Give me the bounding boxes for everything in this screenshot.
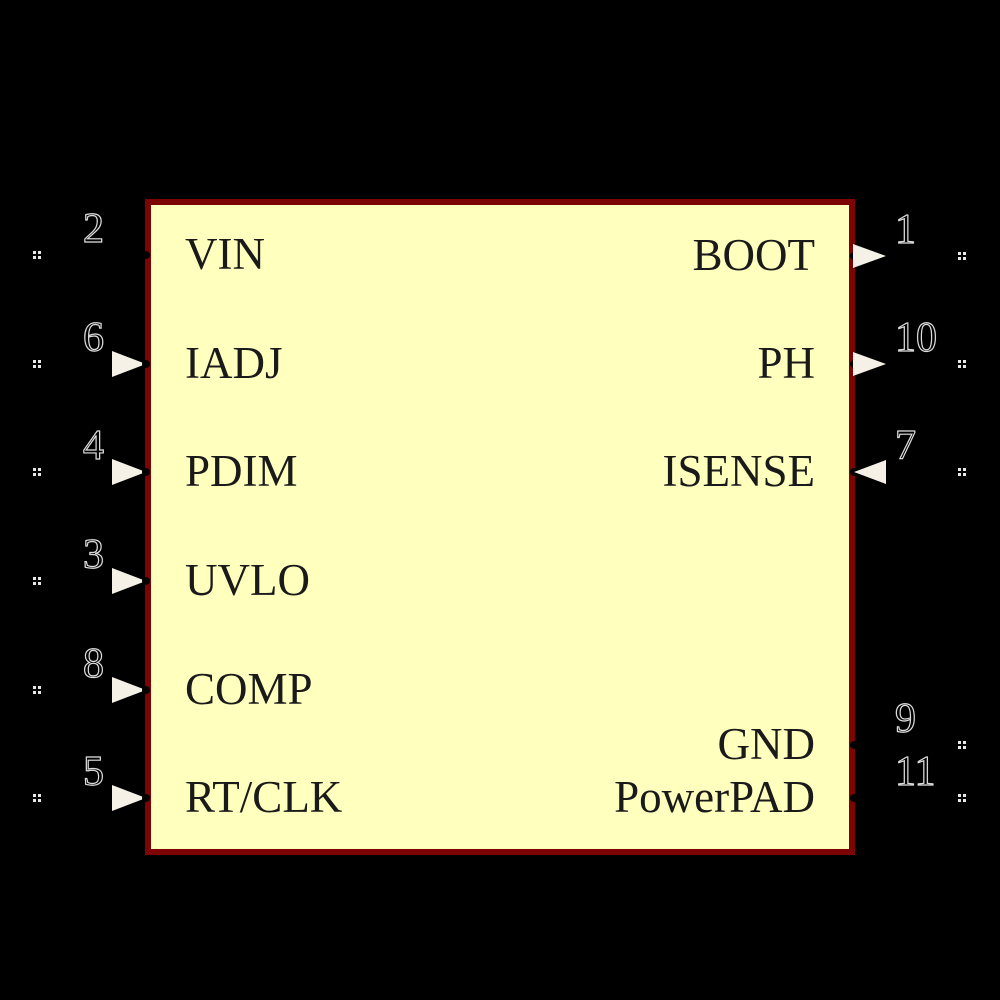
pin-connection-dot <box>850 794 858 802</box>
pin-label: PowerPAD <box>614 772 815 822</box>
grid-mark-icon <box>33 468 41 476</box>
grid-mark-icon <box>958 794 966 802</box>
pin-label: PH <box>757 338 815 388</box>
grid-mark-icon <box>33 577 41 585</box>
pin-number: 9 <box>894 696 916 742</box>
input-arrow-icon <box>854 460 886 484</box>
grid-mark-icon <box>958 360 966 368</box>
input-arrow-icon <box>112 568 146 594</box>
pin-label: GND <box>717 719 816 769</box>
pin-label: BOOT <box>692 230 816 280</box>
pin-label: IADJ <box>185 338 283 388</box>
pin-connection-dot <box>142 686 150 694</box>
grid-mark-icon <box>33 686 41 694</box>
grid-mark-icon <box>33 360 41 368</box>
grid-mark-icon <box>33 251 41 259</box>
output-arrow-icon <box>853 244 886 268</box>
ic-symbol-body <box>145 199 855 855</box>
pin-label: ISENSE <box>662 446 815 496</box>
input-arrow-icon <box>112 351 146 377</box>
pin-label: UVLO <box>185 555 310 605</box>
pin-connection-dot <box>142 577 150 585</box>
pin-connection-dot <box>142 468 150 476</box>
pin-number: 2 <box>82 206 104 252</box>
pin-number: 11 <box>894 749 936 795</box>
output-arrow-icon <box>853 352 886 376</box>
grid-mark-icon <box>958 741 966 749</box>
pin-label: VIN <box>185 229 265 279</box>
pin-number: 5 <box>82 749 104 795</box>
pin-number: 6 <box>82 315 104 361</box>
pin-number: 7 <box>894 423 916 469</box>
pin-number: 3 <box>82 532 104 578</box>
pin-connection-dot <box>142 794 150 802</box>
pin-number: 4 <box>82 423 104 469</box>
input-arrow-icon <box>112 459 146 485</box>
input-arrow-icon <box>112 785 146 811</box>
pin-label: COMP <box>185 664 313 714</box>
pin-connection-dot <box>142 360 150 368</box>
pin-number: 10 <box>894 315 937 361</box>
pin-label: RT/CLK <box>185 772 343 822</box>
pin-label: PDIM <box>185 446 298 496</box>
input-arrow-icon <box>112 677 146 703</box>
pin-number: 1 <box>894 207 916 253</box>
grid-mark-icon <box>33 794 41 802</box>
pin-number: 8 <box>82 641 104 687</box>
pin-connection-dot <box>142 251 150 259</box>
pin-connection-dot <box>850 741 858 749</box>
grid-mark-icon <box>958 252 966 260</box>
grid-mark-icon <box>958 468 966 476</box>
